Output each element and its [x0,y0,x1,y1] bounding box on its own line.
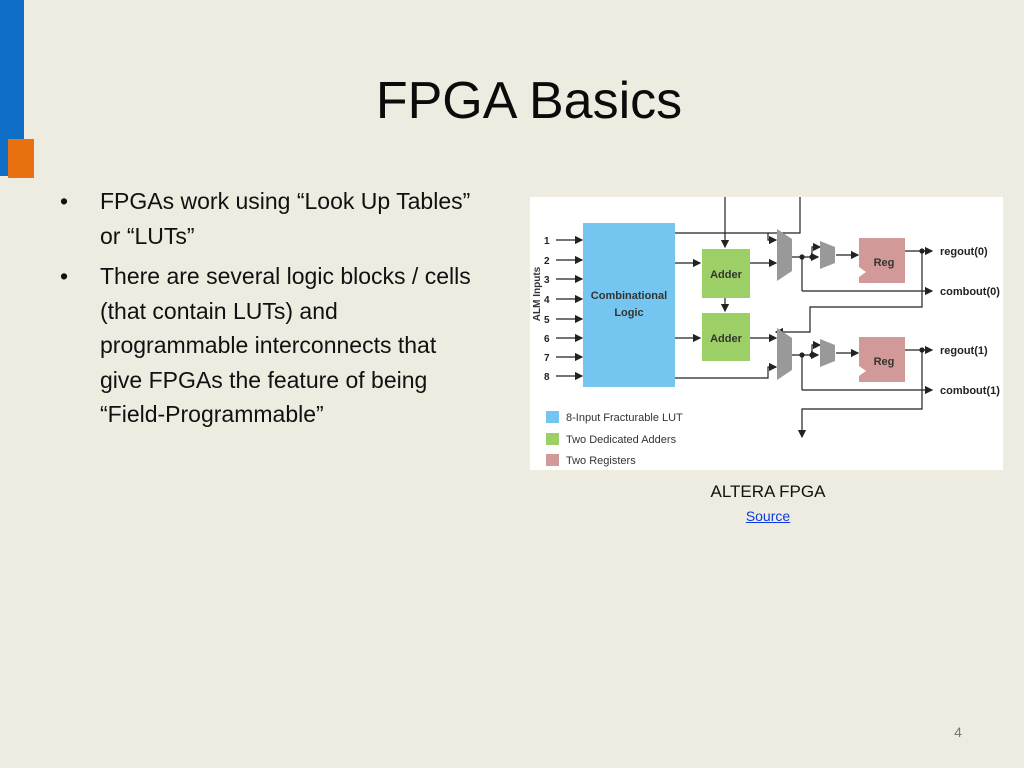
output-label: combout(1) [940,385,1000,397]
legend-swatch [546,433,559,445]
input-number: 4 [544,295,550,306]
combinational-logic-label: Combinational [591,290,667,302]
bullet-text: FPGAs work using “Look Up Tables” or “LU… [100,188,471,249]
legend-label: 8-Input Fracturable LUT [566,412,683,424]
interconnect-wires [675,197,934,439]
adder-block [702,249,750,298]
adder-block [702,313,750,361]
page-number: 4 [954,724,962,740]
adder-label: Adder [710,333,743,345]
legend-swatch [546,411,559,423]
mux-block [777,328,792,380]
register-block [859,238,905,283]
output-label: regout(1) [940,345,988,357]
input-number: 6 [544,334,550,345]
register-label: Reg [874,257,895,269]
register-clock-marker [859,366,866,376]
bullet-item: • FPGAs work using “Look Up Tables” or “… [56,184,476,253]
input-number: 8 [544,372,550,383]
alm-diagram: ALM Inputs 1 2 3 4 5 6 7 8 Combinational… [530,197,1003,470]
slide-title: FPGA Basics [375,72,683,130]
accent-bar-orange [8,139,34,178]
diagram-legend: 8-Input Fracturable LUT Two Dedicated Ad… [546,411,683,467]
mux-block [820,339,835,367]
legend-label: Two Registers [566,455,636,467]
input-numbers: 1 2 3 4 5 6 7 8 [544,236,550,383]
input-number: 2 [544,256,550,267]
alm-inputs-label: ALM Inputs [532,266,543,321]
legend-swatch [546,454,559,466]
input-number: 5 [544,315,550,326]
register-label: Reg [874,356,895,368]
output-label: combout(0) [940,286,1000,298]
wire-junctions [799,248,925,358]
input-lines [556,235,584,381]
output-label: regout(0) [940,246,988,258]
adder-label: Adder [710,269,743,281]
register-clock-marker [859,267,866,277]
bullet-item: • There are several logic blocks / cells… [56,259,476,432]
mux-block [777,229,792,281]
input-number: 3 [544,275,550,286]
input-number: 7 [544,353,550,364]
bullet-dot: • [60,188,69,214]
bullet-list: • FPGAs work using “Look Up Tables” or “… [56,184,476,438]
input-number: 1 [544,236,550,247]
register-block [859,337,905,382]
figure-caption: ALTERA FPGA [710,482,826,501]
legend-label: Two Dedicated Adders [566,434,677,446]
combinational-logic-label: Logic [614,307,643,319]
bullet-text: There are several logic blocks / cells (… [100,263,471,427]
source-link[interactable]: Source [745,508,791,524]
mux-block [820,241,835,269]
bullet-dot: • [60,263,69,289]
combinational-logic-block [583,223,675,387]
